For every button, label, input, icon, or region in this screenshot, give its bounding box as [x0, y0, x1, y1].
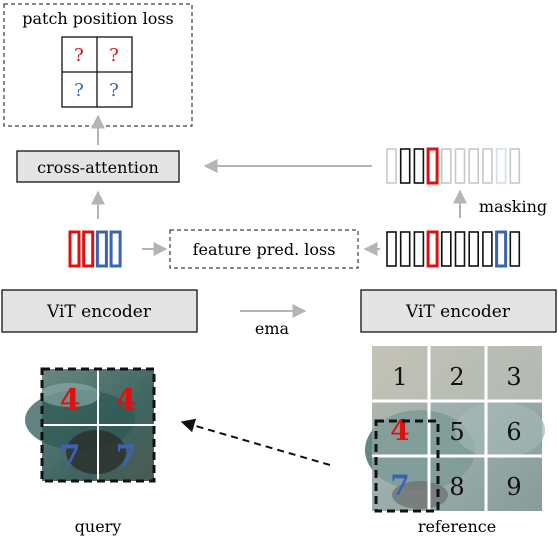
query-cell-1: 4: [60, 383, 81, 418]
masked-token-8: [482, 148, 493, 184]
reference-crop-frame: [374, 419, 440, 513]
masked-token-5: [440, 148, 452, 184]
reference-token-7: [468, 231, 480, 267]
left-vit-encoder-label: ViT encoder: [46, 302, 152, 322]
left-vit-encoder-box: [1, 289, 198, 333]
masked-token-9: [495, 148, 507, 184]
position-cell-3: ?: [74, 80, 84, 101]
query-photo-wheel: [66, 430, 126, 474]
reference-number-6: 6: [506, 418, 521, 446]
query-image: 4 4 7 7: [25, 367, 156, 483]
reference-token-4: [426, 230, 439, 268]
query-cell-2: 4: [116, 383, 137, 418]
reference-number-2: 2: [449, 363, 464, 391]
masked-token-4: [426, 147, 439, 185]
reference-photo-fade: [372, 346, 542, 511]
reference-number-1: 1: [392, 363, 407, 391]
query-token-3: [95, 230, 108, 268]
query-cell-4: 7: [116, 439, 137, 474]
query-token-4: [109, 230, 122, 268]
reference-token-10: [509, 231, 521, 267]
masked-token-3: [413, 148, 425, 184]
feature-loss-box: [169, 229, 359, 269]
cross-attention-box: [16, 150, 180, 183]
masking-label: masking: [479, 197, 547, 216]
position-cell-2: ?: [109, 45, 119, 66]
query-token-1: [68, 230, 81, 268]
query-photo-highlight: [40, 383, 100, 407]
reference-photo-wheel: [392, 481, 448, 509]
masked-token-7: [468, 148, 480, 184]
reference-token-2: [399, 231, 411, 267]
masked-token-2: [399, 148, 411, 184]
reference-photo-car-front: [455, 402, 545, 458]
query-token-2: [82, 230, 95, 268]
reference-image: 1 2 3 4 5 6 7 8 9: [365, 346, 545, 513]
query-dashed-frame: [40, 367, 156, 483]
position-cell-4: ?: [109, 80, 119, 101]
masked-token-10: [509, 148, 521, 184]
reference-number-7: 7: [390, 469, 409, 502]
masked-token-6: [454, 148, 466, 184]
reference-label: reference: [418, 517, 496, 536]
reference-token-5: [440, 231, 452, 267]
ema-label: ema: [255, 319, 290, 338]
reference-token-3: [413, 231, 425, 267]
reference-number-8: 8: [449, 473, 464, 501]
position-cell-1: ?: [74, 45, 84, 66]
feature-loss-label: feature pred. loss: [193, 240, 336, 259]
reference-number-3: 3: [506, 363, 521, 391]
reference-token-6: [454, 231, 466, 267]
patch-position-loss-title: patch position loss: [22, 9, 174, 28]
query-cell-3: 7: [60, 439, 81, 474]
reference-token-1: [386, 231, 397, 267]
patch-position-loss-box: [3, 3, 193, 127]
reference-token-8: [482, 231, 493, 267]
masked-token-1: [386, 148, 397, 184]
cross-attention-label: cross-attention: [37, 158, 159, 177]
query-label: query: [75, 517, 122, 536]
masked-token-row: [386, 147, 521, 185]
reference-number-5: 5: [449, 418, 464, 446]
reference-number-9: 9: [506, 473, 521, 501]
reference-photo-car: [365, 410, 475, 490]
arrow-reference-to-query: [180, 418, 331, 466]
reference-number-4: 4: [390, 414, 409, 447]
reference-token-9: [495, 230, 508, 268]
right-vit-encoder-box: [360, 289, 557, 333]
reference-token-row: [386, 230, 521, 268]
right-vit-encoder-label: ViT encoder: [405, 302, 511, 322]
reference-photo-background: [372, 346, 542, 401]
query-token-row: [68, 230, 122, 268]
reference-grid-numbers: 1 2 3 4 5 6 7 8 9: [390, 363, 521, 502]
patch-position-loss-group: patch position loss ? ? ? ?: [3, 3, 193, 127]
